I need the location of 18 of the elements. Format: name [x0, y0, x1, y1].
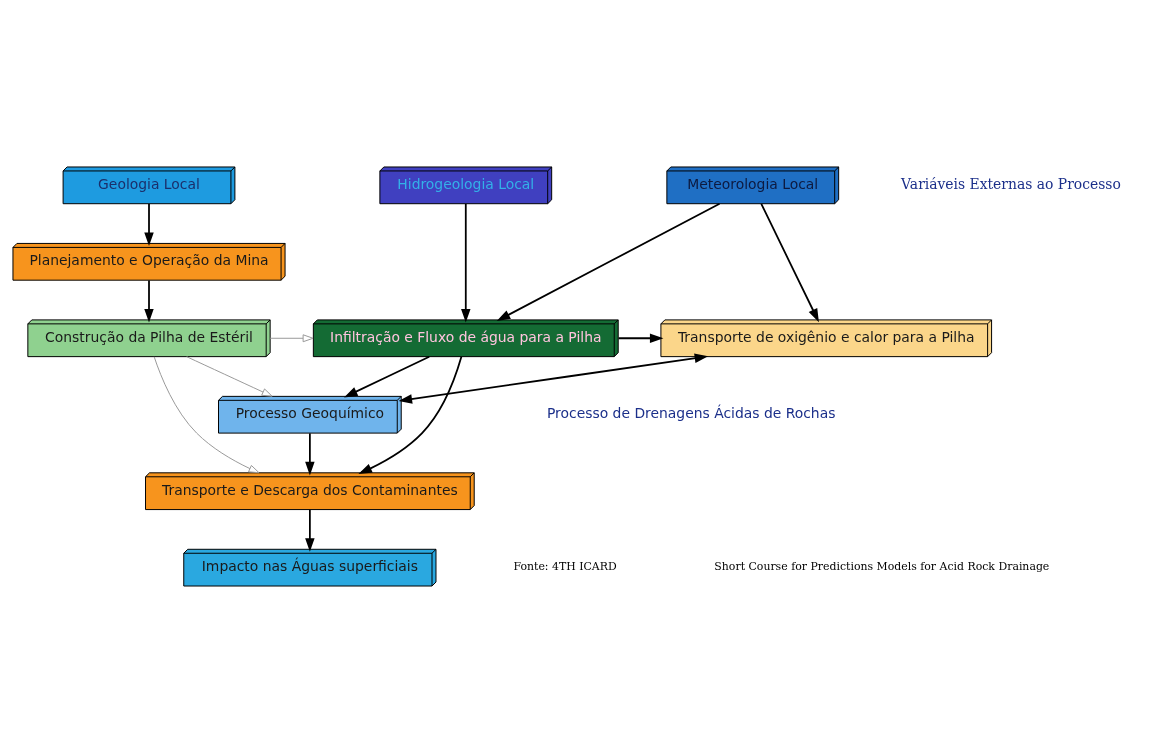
arrow [398, 353, 709, 404]
arrow [153, 356, 260, 474]
label: Variáveis Externas ao Processo [901, 176, 1121, 193]
arrow [496, 202, 721, 321]
arrow [269, 334, 314, 343]
arrow [461, 203, 471, 323]
arrow [344, 355, 431, 398]
arrow [144, 279, 154, 323]
label: Processo de Drenagens Ácidas de Rochas [546, 405, 836, 422]
arrow [358, 355, 463, 474]
arrow [305, 432, 315, 476]
arrow [760, 203, 819, 323]
label: Short Course for Predictions Models for Acid Rock Drainage [714, 560, 1050, 574]
arrow [186, 356, 273, 397]
arrow [617, 333, 664, 343]
arrow [144, 203, 154, 246]
label: Fonte: 4TH ICARD [513, 560, 617, 574]
arrow [305, 508, 315, 552]
